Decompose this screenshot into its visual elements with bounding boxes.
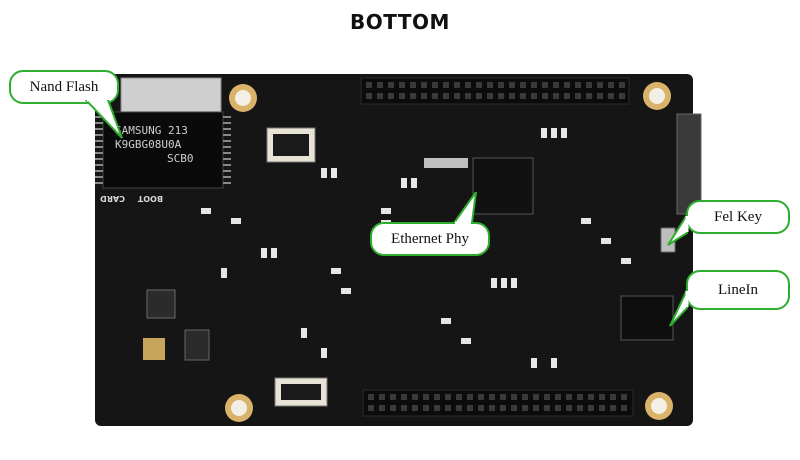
- bottom-header: [362, 389, 634, 417]
- top-header: [360, 77, 630, 105]
- ethernet-phy-chip: [472, 157, 534, 215]
- sd-card-slot: [120, 77, 222, 113]
- nand-flash-chip: [102, 111, 224, 189]
- callout-fel-key-label: Fel Key: [714, 208, 762, 225]
- silk-card: CARD: [100, 194, 125, 203]
- callout-fel-key: Fel Key: [686, 200, 790, 234]
- chip-marking-line2: K9GBG08U0A: [115, 138, 182, 151]
- chip-marking-line1: SAMSUNG 213: [115, 124, 188, 137]
- top-header-pins: [366, 82, 625, 99]
- smd-components: [201, 128, 631, 368]
- gold-pad: [143, 338, 165, 360]
- power-chip: [184, 329, 210, 361]
- callout-nand-flash-label: Nand Flash: [29, 78, 99, 95]
- inductor: [146, 289, 176, 319]
- silk-boot: BOOT: [137, 194, 163, 203]
- callout-ethernet-phy-label: Ethernet Phy: [391, 230, 469, 247]
- ethernet-jack-edge: [676, 113, 702, 215]
- small-oscillator: [424, 158, 468, 168]
- chip-marking-line3: SCB0: [167, 152, 194, 165]
- callout-nand-flash: Nand Flash: [9, 70, 119, 104]
- audio-jack: [620, 295, 674, 341]
- mounting-holes: [225, 82, 673, 422]
- bottom-header-pins: [368, 394, 627, 411]
- fel-key-button: [660, 227, 676, 253]
- callout-ethernet-phy: Ethernet Phy: [370, 222, 490, 256]
- callout-linein-label: LineIn: [718, 281, 758, 298]
- page-title: BOTTOM: [350, 10, 450, 34]
- callout-linein: LineIn: [686, 270, 790, 310]
